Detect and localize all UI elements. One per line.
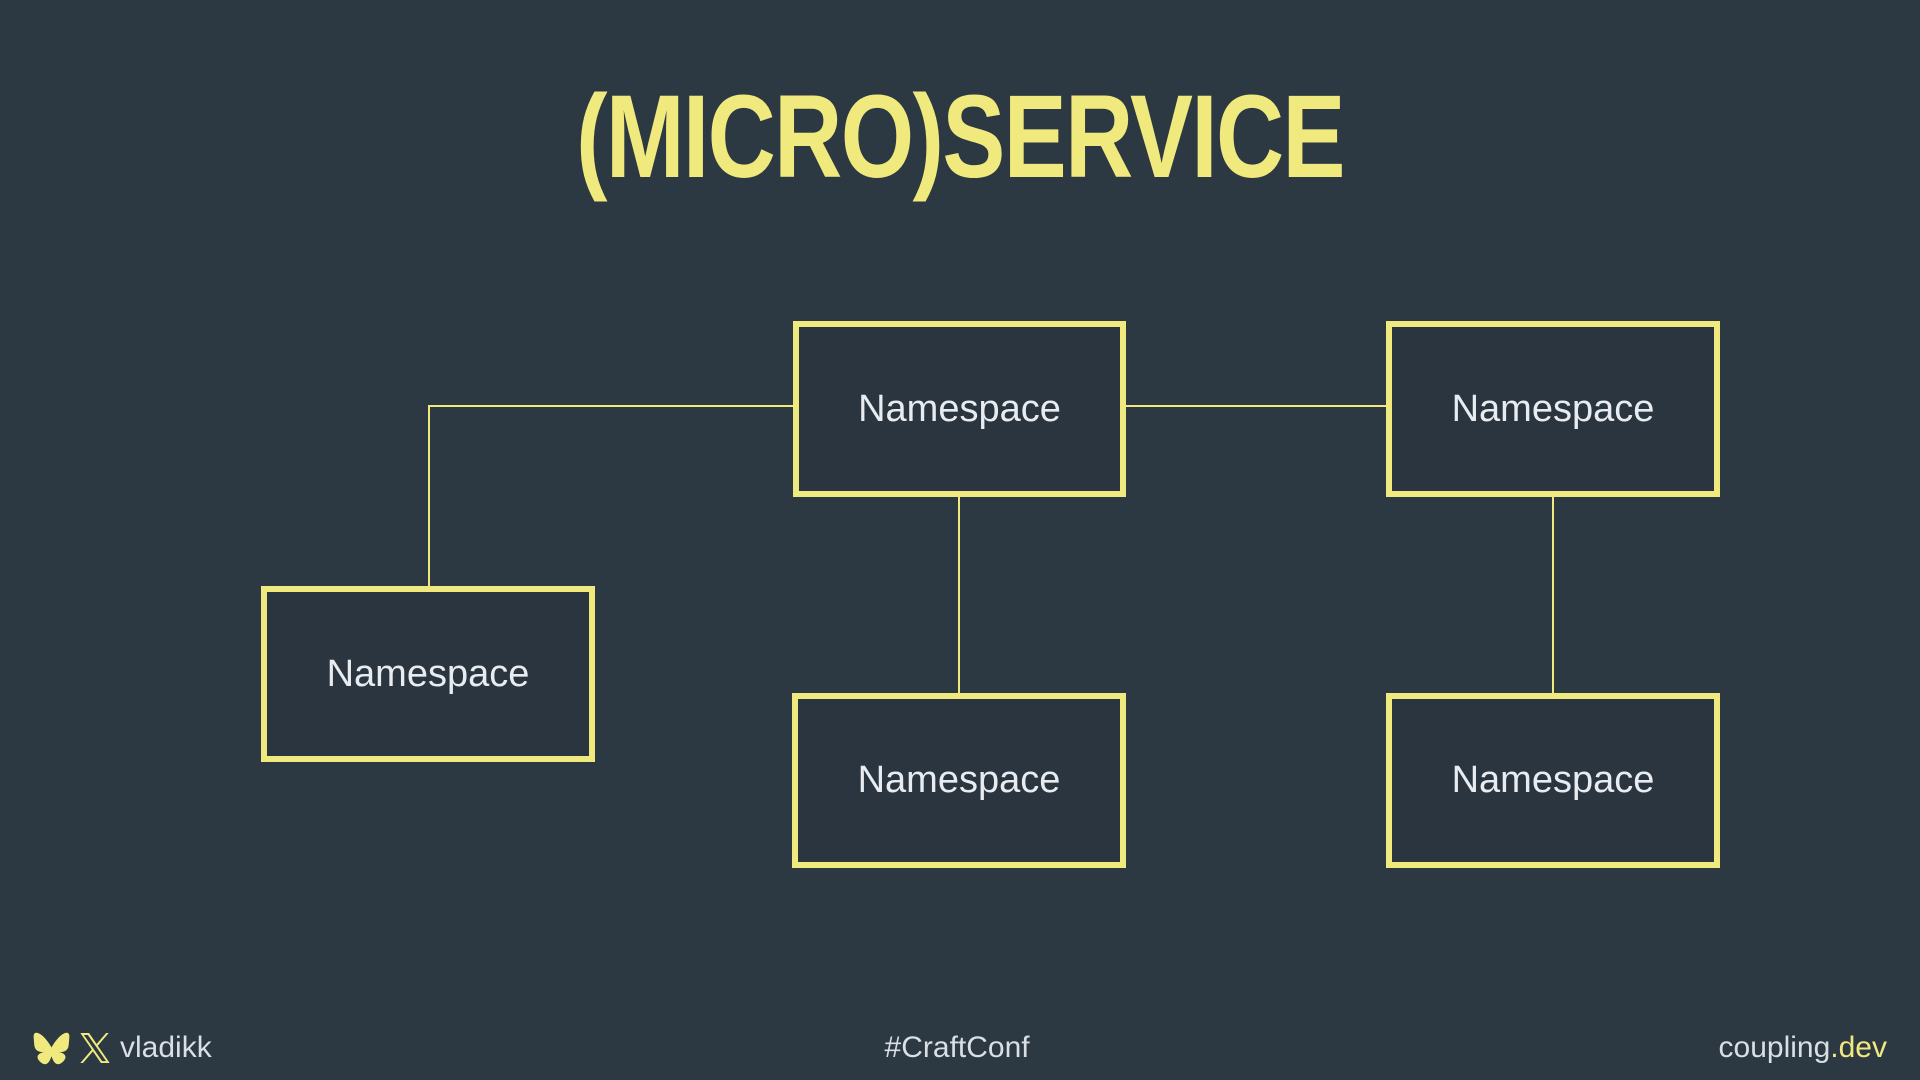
connector-topcenter-to-left-vertical (428, 405, 430, 586)
conference-hashtag: #CraftConf (884, 1031, 1030, 1064)
diagram-node-bottom-center: Namespace (792, 693, 1126, 868)
bluesky-butterfly-icon (33, 1032, 70, 1065)
node-label: Namespace (857, 759, 1061, 801)
slide-title: (MICRO)SERVICE (576, 71, 1345, 203)
connector-topright-to-bottomright (1552, 497, 1554, 693)
website-tld: .dev (1830, 1031, 1887, 1064)
website-name: coupling (1718, 1031, 1831, 1064)
diagram-node-top-right: Namespace (1386, 321, 1720, 497)
connector-topcenter-to-left-horizontal (428, 405, 793, 407)
diagram-node-top-center: Namespace (793, 321, 1126, 497)
connector-topcenter-to-topright (1126, 405, 1386, 407)
node-label: Namespace (1451, 387, 1655, 430)
diagram-node-left: Namespace (261, 586, 595, 762)
node-label: Namespace (858, 387, 1061, 430)
x-logo-icon (80, 1033, 110, 1063)
website-label: coupling.dev (1719, 1031, 1887, 1065)
node-label: Namespace (326, 652, 530, 695)
diagram-node-bottom-right: Namespace (1386, 693, 1720, 868)
footer-author: vladikk (33, 1031, 212, 1065)
footer: vladikk #CraftConf coupling.dev (33, 1026, 1887, 1070)
author-handle: vladikk (120, 1031, 212, 1064)
node-label: Namespace (1451, 759, 1655, 801)
connector-topcenter-to-bottomcenter (958, 497, 960, 693)
